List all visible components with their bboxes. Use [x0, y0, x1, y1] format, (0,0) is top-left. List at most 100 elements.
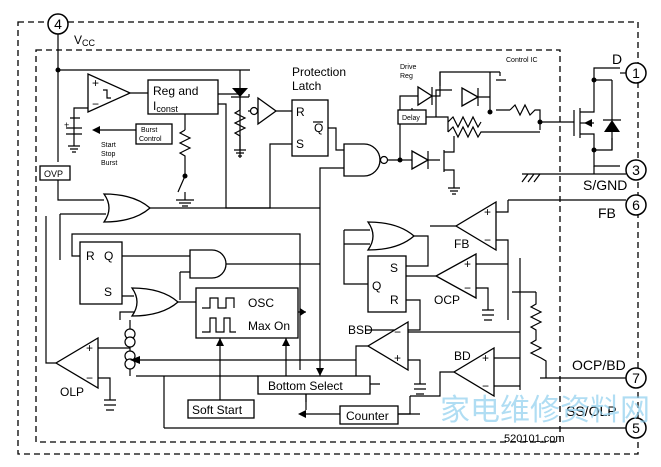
or-gate-upper — [102, 193, 151, 223]
pin-4-vcc: 4 VCC — [47, 13, 96, 48]
current-sources — [124, 320, 136, 376]
svg-text:R: R — [296, 105, 305, 119]
fb-amplifier: + − FB — [454, 200, 497, 252]
control-ic-outline — [35, 49, 561, 443]
svg-text:6: 6 — [632, 197, 640, 213]
pin-6-feedback: 6 FB — [508, 194, 647, 221]
pin-7-ocp-bd: 7 OCP/BD — [540, 357, 647, 389]
bsd-comparator: − + BSD — [348, 320, 409, 372]
pin-1-drain: D 1 — [612, 51, 647, 84]
protection-latch: Protection Latch R Q S — [291, 65, 346, 157]
svg-text:+: + — [394, 351, 401, 365]
or-gate-lower — [130, 287, 179, 317]
bottom-select-block: Bottom Select — [257, 375, 371, 395]
reg-line2-sub: const — [156, 104, 178, 114]
svg-text:Q: Q — [104, 249, 113, 263]
burst-line2: Control — [139, 136, 162, 143]
svg-text:−: − — [482, 379, 489, 393]
rs-latch-left: R Q S — [79, 241, 123, 305]
nand-gate — [343, 143, 389, 177]
svg-text:Reg: Reg — [400, 73, 413, 80]
svg-text:Start: Start — [101, 142, 116, 149]
svg-text:−: − — [92, 97, 99, 111]
soft-start-block: Soft Start — [187, 399, 255, 419]
bsd-label: BSD — [348, 323, 373, 337]
svg-text:Stop: Stop — [101, 151, 116, 158]
bd-label: BD — [454, 349, 471, 363]
svg-text:S: S — [104, 285, 112, 299]
svg-text:−: − — [86, 371, 93, 385]
ovp-block: OVP — [39, 165, 71, 181]
max-on-label: Max On — [248, 319, 290, 333]
vcc-comparator: + − — [87, 72, 132, 114]
pin-5-label: SS/OLP — [566, 403, 617, 419]
pin-7-label: OCP/BD — [572, 357, 626, 373]
svg-text:S: S — [390, 261, 398, 275]
burst-control-block: Burst Control — [135, 123, 173, 145]
burst-line1: Burst — [141, 127, 157, 134]
pin-4-number: 4 — [54, 16, 62, 32]
svg-text:Iconst: Iconst — [153, 99, 178, 114]
watermark-url: 520101.com — [504, 433, 565, 445]
svg-text:Delay: Delay — [402, 115, 420, 122]
control-ic-label: Control IC — [506, 57, 538, 64]
pin-6-label: FB — [598, 205, 616, 221]
or-gate-right — [366, 221, 415, 251]
and-gate — [189, 249, 227, 279]
ocp-bd-divider — [512, 258, 547, 390]
delay-block: Delay — [397, 109, 427, 125]
svg-text:+: + — [86, 341, 93, 355]
bd-comparator: + − BD — [452, 346, 495, 398]
svg-text:−: − — [394, 325, 401, 339]
svg-text:Burst: Burst — [101, 160, 117, 167]
svg-text:Q: Q — [372, 279, 381, 293]
buffer-gate — [248, 96, 292, 126]
olp-comparator: + − OLP — [54, 336, 99, 399]
svg-text:+: + — [464, 257, 471, 271]
svg-text:+: + — [484, 205, 491, 219]
drive-reg: Drive Reg — [400, 64, 416, 80]
pin-4-label: VCC — [74, 33, 96, 48]
svg-text:5: 5 — [632, 420, 640, 436]
osc-block: OSC Max On — [195, 287, 299, 339]
pin-3-label: S/GND — [583, 177, 627, 193]
svg-text:Drive: Drive — [400, 64, 416, 71]
olp-label: OLP — [60, 385, 84, 399]
watermark: 家电维修资料网 520101.com — [440, 393, 650, 445]
svg-text:S: S — [296, 137, 304, 151]
bottom-select-label: Bottom Select — [268, 379, 343, 393]
protection-label-1: Protection — [292, 65, 346, 79]
ocp-comparator: + − OCP — [434, 252, 477, 307]
fb-amp-label: FB — [454, 237, 469, 251]
soft-start-label: Soft Start — [192, 403, 243, 417]
svg-text:+: + — [92, 76, 99, 90]
osc-label: OSC — [248, 296, 274, 310]
pin-5-ss-olp: 5 SS/OLP — [164, 403, 647, 439]
zener-top — [231, 70, 250, 157]
start-stop-burst-label: Start Stop Burst — [101, 142, 117, 167]
reg-line2: I — [153, 99, 156, 113]
svg-text:R: R — [86, 249, 95, 263]
counter-block: Counter — [339, 405, 399, 425]
reg-line1: Reg and — [153, 84, 198, 98]
vcc-capacitor: + — [64, 117, 82, 153]
ocp-label: OCP — [434, 293, 460, 307]
svg-text:+: + — [64, 120, 69, 130]
svg-text:3: 3 — [632, 162, 640, 178]
svg-text:1: 1 — [632, 65, 640, 81]
svg-text:−: − — [484, 233, 491, 247]
svg-text:7: 7 — [632, 370, 640, 386]
ic-outline — [17, 21, 639, 455]
power-mosfet — [540, 67, 621, 167]
svg-text:−: − — [464, 281, 471, 295]
protection-label-2: Latch — [292, 79, 321, 93]
rs-latch-right: S Q R — [367, 255, 407, 313]
ovp-label: OVP — [44, 169, 63, 179]
pin-1-label: D — [612, 51, 622, 67]
svg-text:R: R — [390, 293, 399, 307]
reg-iconst-block: Reg and Iconst — [147, 79, 219, 115]
svg-text:Q: Q — [314, 121, 323, 135]
svg-text:+: + — [482, 351, 489, 365]
pin-3-source-gnd: 3 S/GND — [521, 159, 647, 193]
